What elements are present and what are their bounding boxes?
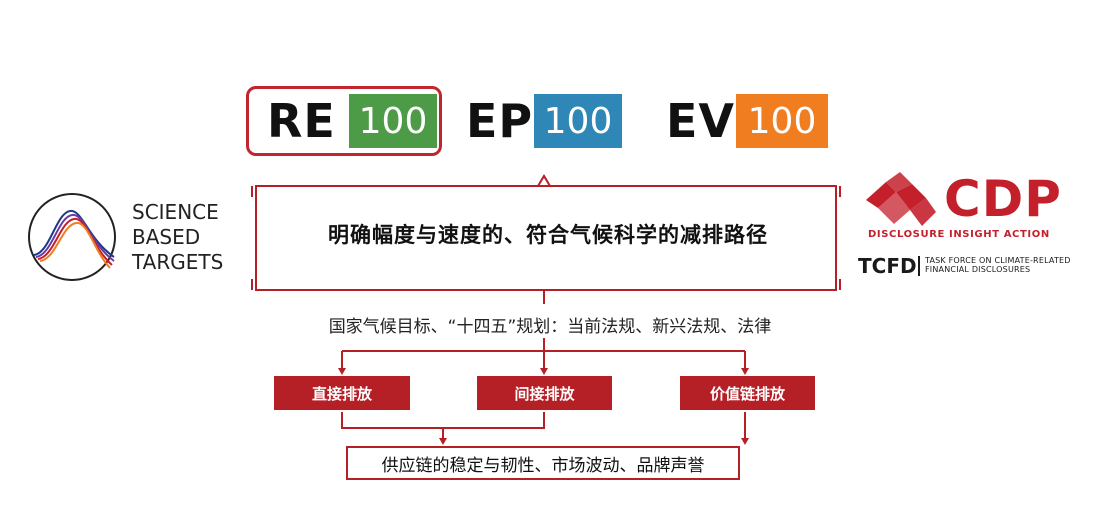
ep100-prefix: EP [466, 94, 534, 148]
re100-number: 100 [349, 94, 437, 148]
ev100-logo: EV 100 [666, 94, 828, 148]
arrow-value [741, 368, 749, 375]
arrow-direct [338, 368, 346, 375]
tcfd-divider [918, 256, 920, 276]
value-chain-emissions-box: 价值链排放 [680, 376, 815, 410]
direct-emissions-box: 直接排放 [274, 376, 410, 410]
sbt-line-1: SCIENCE [132, 200, 219, 224]
tcfd-description: TASK FORCE ON CLIMATE-RELATED FINANCIAL … [925, 256, 1071, 274]
ep100-logo: EP 100 [466, 94, 622, 148]
main-path-text: 明确幅度与速度的、符合气候科学的减排路径 [328, 223, 768, 247]
sbt-logo-icon [28, 193, 116, 281]
tcfd-wordmark: TCFD [858, 254, 917, 278]
banner-top-notch [537, 174, 551, 187]
banner-bracket [255, 185, 837, 291]
sbt-wordmark: SCIENCE BASED TARGETS [132, 200, 262, 275]
ep100-number: 100 [534, 94, 622, 148]
re100-logo: RE 100 [246, 86, 442, 156]
policy-text: 国家气候目标、“十四五”规划：当前法规、新兴法规、法律 [328, 317, 772, 337]
ev100-prefix: EV [666, 94, 736, 148]
cdp-mark-icon [866, 172, 936, 226]
arrow-indirect [540, 368, 548, 375]
arrow-lower-right [741, 438, 749, 445]
cdp-wordmark: CDP [944, 170, 1062, 228]
cdp-tagline: DISCLOSURE INSIGHT ACTION [868, 229, 1050, 240]
arrow-lower-left [439, 438, 447, 445]
ev100-number: 100 [736, 94, 828, 148]
sbt-line-2: BASED [132, 225, 201, 249]
indirect-emissions-box: 间接排放 [477, 376, 612, 410]
lower-bracket [341, 412, 545, 429]
re100-prefix: RE [267, 94, 336, 148]
risk-factors-box: 供应链的稳定与韧性、市场波动、品牌声誉 [346, 446, 740, 480]
sbt-line-3: TARGETS [132, 250, 224, 274]
